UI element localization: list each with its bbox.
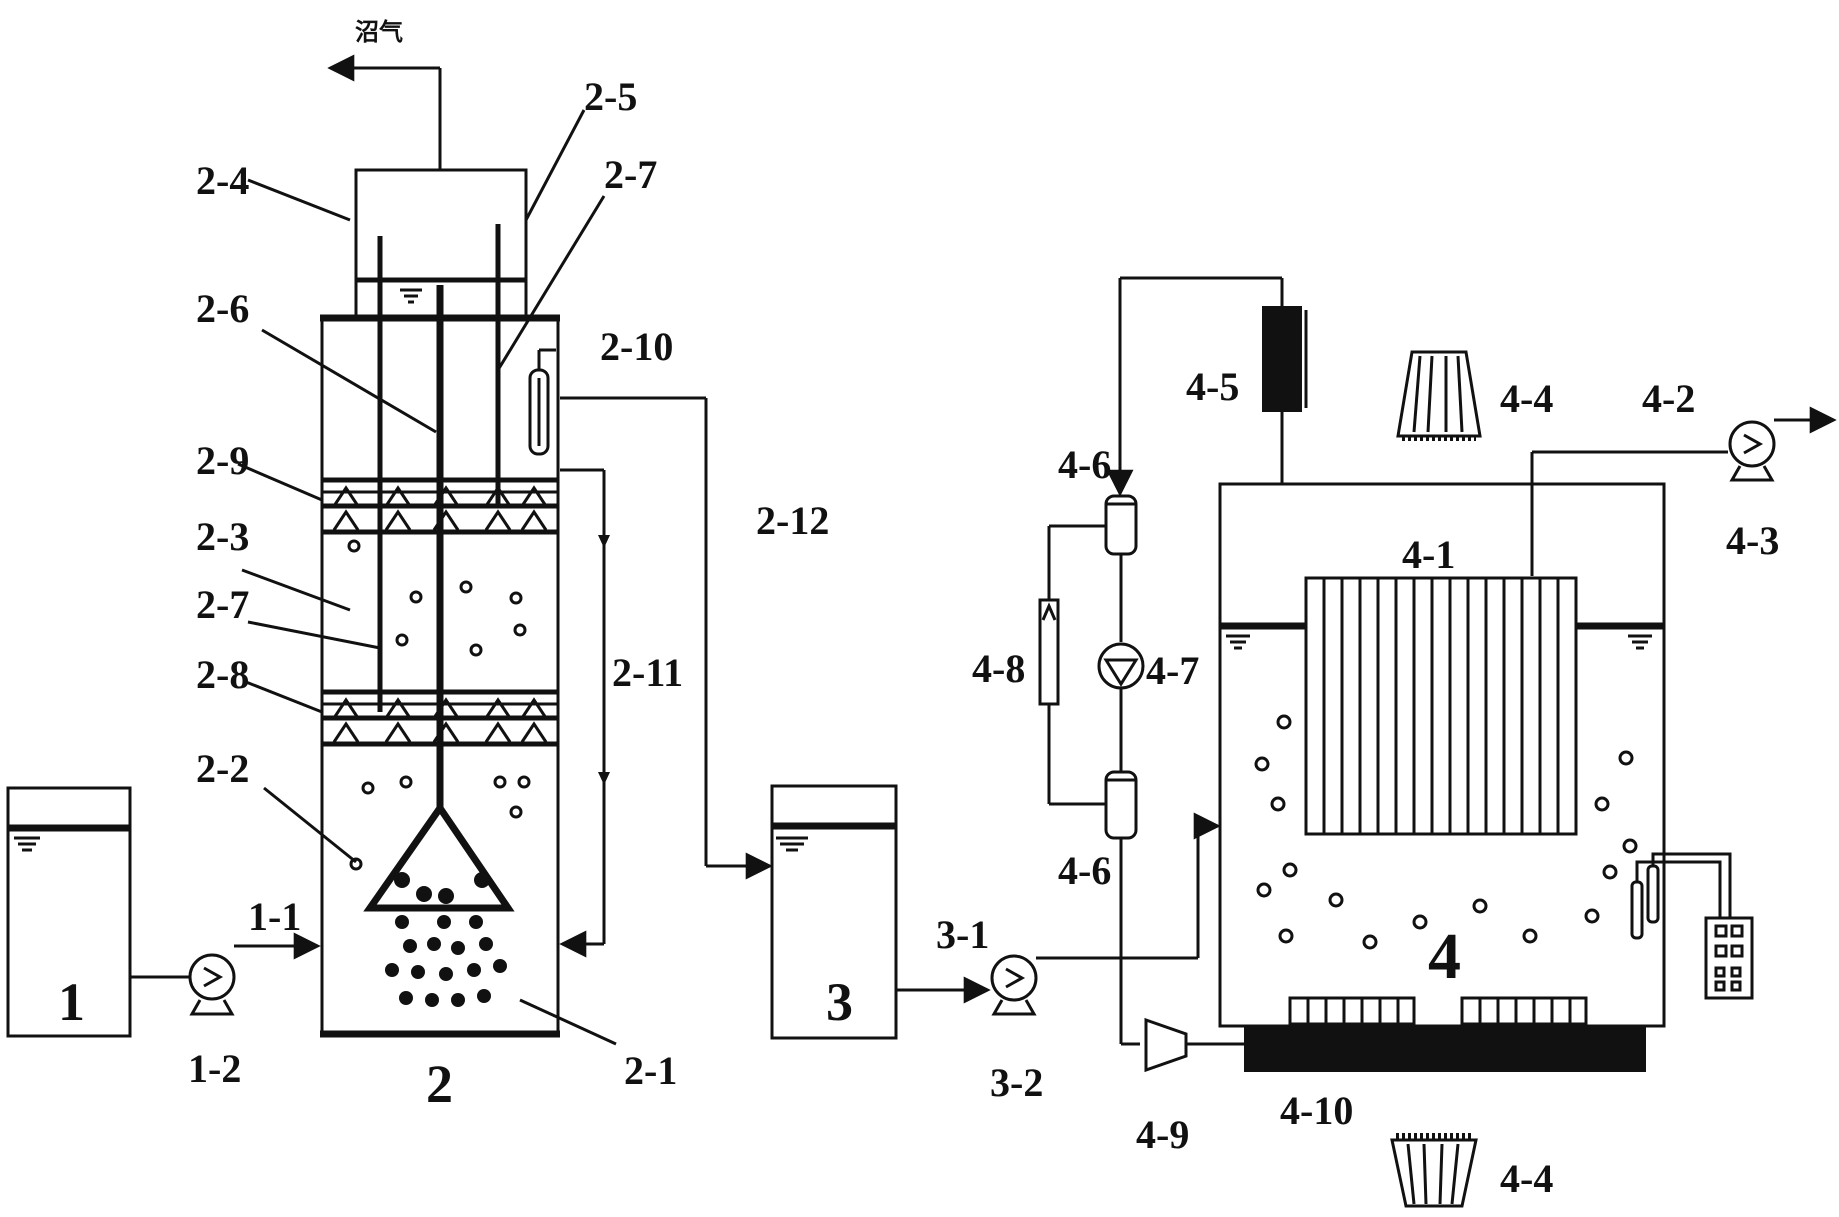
label-4-6-bottom: 4-6	[1058, 848, 1111, 893]
label-2-9: 2-9	[196, 438, 249, 483]
gas-bubble-icon	[347, 539, 531, 871]
label-2-3: 2-3	[196, 514, 249, 559]
label-2-2: 2-2	[196, 746, 249, 791]
control-box-icon[interactable]	[1704, 916, 1754, 1000]
label-2-12: 2-12	[756, 498, 829, 543]
packing-layer-2-9	[322, 477, 558, 535]
diffuser-4-4-bottom	[1390, 1133, 1478, 1208]
membrane-module-icon	[1304, 576, 1578, 836]
label-2-4: 2-4	[196, 158, 249, 203]
label-4-4-bottom: 4-4	[1500, 1156, 1553, 1201]
flowmeter-icon	[528, 348, 556, 456]
blower-4-9[interactable]	[1144, 1017, 1244, 1073]
sludge-granules	[385, 915, 507, 1007]
pump-icon[interactable]	[990, 954, 1038, 1016]
pipe-1-1-label: 1-1	[248, 894, 301, 939]
filter-4-5	[1262, 306, 1302, 412]
label-4-4-top: 4-4	[1500, 376, 1553, 421]
label-4-1: 4-1	[1402, 532, 1455, 577]
label-4-10: 4-10	[1280, 1088, 1353, 1133]
filter-4-6-bottom	[1104, 770, 1138, 840]
label-4-6-top: 4-6	[1058, 442, 1111, 487]
label-4-7: 4-7	[1146, 648, 1199, 693]
reactor-2-label: 2	[426, 1054, 453, 1114]
tank-1-label: 1	[58, 972, 85, 1032]
label-2-8: 2-8	[196, 652, 249, 697]
label-2-1: 2-1	[624, 1048, 677, 1093]
label-4-9: 4-9	[1136, 1112, 1189, 1157]
feed-tank-1: 1	[6, 786, 132, 1038]
flowmeter-icon	[1038, 598, 1060, 706]
label-2-7-top: 2-7	[604, 152, 657, 197]
filter-4-6-top	[1104, 494, 1138, 556]
label-2-7: 2-7	[196, 582, 249, 627]
water-level-icon	[1226, 634, 1652, 650]
label-4-3: 4-3	[1726, 518, 1779, 563]
label-2-10: 2-10	[600, 324, 673, 369]
label-4-8: 4-8	[972, 646, 1025, 691]
gas-bubble-icon	[1254, 714, 1638, 950]
label-4-5: 4-5	[1186, 364, 1239, 409]
pump-3-2-label: 3-2	[990, 1060, 1043, 1105]
label-2-6: 2-6	[196, 286, 249, 331]
pump-icon[interactable]	[188, 953, 236, 1016]
label-4-2: 4-2	[1642, 376, 1695, 421]
pump-1-2-label: 1-2	[188, 1046, 241, 1091]
water-level-icon	[14, 836, 40, 852]
base-plate-4-10	[1244, 1026, 1646, 1072]
label-2-5: 2-5	[584, 74, 637, 119]
tank-3-label: 3	[826, 972, 853, 1032]
membrane-bioreactor-4: 4-1	[1218, 482, 1732, 1028]
pump-icon[interactable]	[1728, 420, 1776, 482]
intermediate-tank-3: 3	[770, 784, 898, 1040]
water-level-icon	[400, 288, 422, 304]
reactor-4-label: 4	[1428, 920, 1461, 993]
diffuser-4-4-top	[1396, 350, 1482, 441]
packing-layer-2-8	[322, 689, 558, 747]
biogas-label: 沼气	[355, 18, 403, 46]
reactor-2: 沼气	[320, 18, 773, 1038]
label-2-11: 2-11	[612, 650, 683, 695]
water-level-icon	[776, 836, 808, 852]
pump-icon[interactable]	[1097, 642, 1145, 690]
pipe-3-1-label: 3-1	[936, 912, 989, 957]
